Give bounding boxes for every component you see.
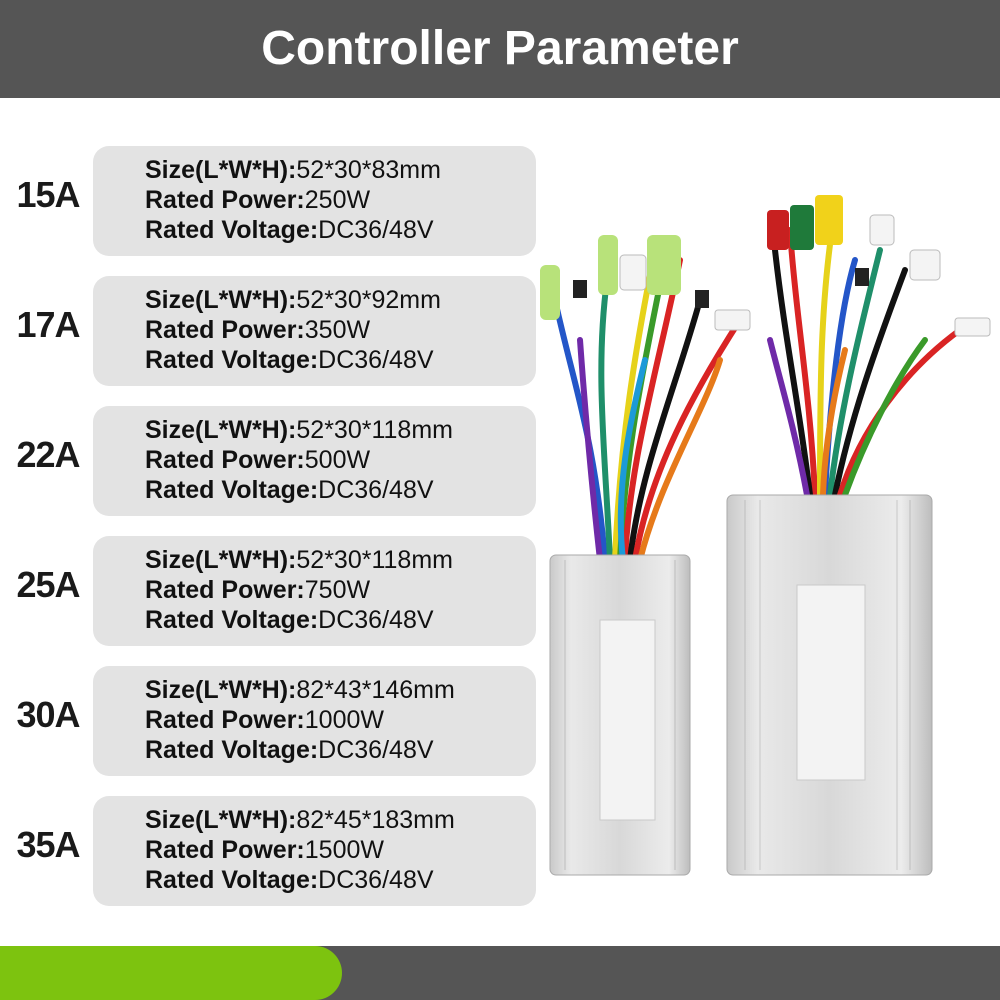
size-label: Size(L*W*H): [145,416,297,444]
voltage-label: Rated Voltage: [145,736,319,764]
power-value: 750W [304,576,371,604]
amp-rating: 22A [16,434,80,475]
right-wire-harness [767,207,963,498]
size-value: 52*30*83mm [296,156,441,184]
connector-icon [598,235,618,295]
power-value: 250W [304,186,371,214]
power-label: Rated Power: [145,446,305,474]
power-label: Rated Power: [145,706,305,734]
connector-icon [714,309,751,331]
spec-row-25a: 25A Size(L*W*H):52*30*118mm Rated Power:… [0,536,540,646]
power-label: Rated Power: [145,316,305,344]
voltage-value: DC36/48V [318,216,434,244]
voltage-value: DC36/48V [318,866,434,894]
connector-icon [815,195,843,245]
size-label: Size(L*W*H): [145,676,297,704]
voltage-value: DC36/48V [318,736,434,764]
size-value: 52*30*92mm [296,286,441,314]
amp-rating: 25A [16,564,80,605]
spec-card: Size(L*W*H):82*45*183mm Rated Power:1500… [93,796,536,906]
size-label: Size(L*W*H): [145,806,297,834]
spec-card: Size(L*W*H):82*43*146mm Rated Power:1000… [93,666,536,776]
connector-icon [869,214,895,246]
left-wire-harness [552,247,743,563]
connector-icon [855,268,869,286]
size-label: Size(L*W*H): [145,286,297,314]
spec-row-22a: 22A Size(L*W*H):52*30*118mm Rated Power:… [0,406,540,516]
connector-icon [954,317,991,337]
controller-product-photo [540,195,991,876]
size-value: 52*30*118mm [296,416,453,444]
spec-card: Size(L*W*H):52*30*83mm Rated Power:250W … [93,146,536,256]
spec-row-35a: 35A Size(L*W*H):82*45*183mm Rated Power:… [0,796,540,906]
power-label: Rated Power: [145,576,305,604]
connector-icon [647,235,681,295]
power-label: Rated Power: [145,186,305,214]
spec-card: Size(L*W*H):52*30*92mm Rated Power:350W … [93,276,536,386]
voltage-value: DC36/48V [318,606,434,634]
header-bar [0,0,1000,98]
voltage-label: Rated Voltage: [145,346,319,374]
connector-icon [909,249,941,281]
power-value: 1000W [304,706,384,734]
page-title: Controller Parameter [261,22,739,75]
connector-icon [695,290,709,308]
size-label: Size(L*W*H): [145,546,297,574]
amp-rating: 15A [16,174,80,215]
voltage-label: Rated Voltage: [145,476,319,504]
power-value: 500W [304,446,371,474]
voltage-value: DC36/48V [318,476,434,504]
amp-rating: 35A [16,824,80,865]
spec-card: Size(L*W*H):52*30*118mm Rated Power:500W… [93,406,536,516]
voltage-label: Rated Voltage: [145,216,319,244]
amp-rating: 30A [16,694,80,735]
power-label: Rated Power: [145,836,305,864]
connector-icon [540,265,560,320]
spec-row-17a: 17A Size(L*W*H):52*30*92mm Rated Power:3… [0,276,540,386]
power-value: 350W [304,316,371,344]
connector-icon [767,210,789,250]
size-value: 52*30*118mm [296,546,453,574]
size-value: 82*43*146mm [296,676,455,704]
power-value: 1500W [304,836,384,864]
spec-card: Size(L*W*H):52*30*118mm Rated Power:750W… [93,536,536,646]
connector-icon [790,205,814,250]
voltage-label: Rated Voltage: [145,606,319,634]
voltage-label: Rated Voltage: [145,866,319,894]
voltage-value: DC36/48V [318,346,434,374]
amp-rating: 17A [16,304,80,345]
spec-row-15a: 15A Size(L*W*H):52*30*83mm Rated Power:2… [0,146,540,256]
left-controller-body [549,554,691,876]
footer-accent [0,946,342,1000]
connector-icon [619,254,647,291]
connector-icon [573,280,587,298]
right-controller-body [726,494,933,876]
size-label: Size(L*W*H): [145,156,297,184]
size-value: 82*45*183mm [296,806,455,834]
spec-row-30a: 30A Size(L*W*H):82*43*146mm Rated Power:… [0,666,540,776]
